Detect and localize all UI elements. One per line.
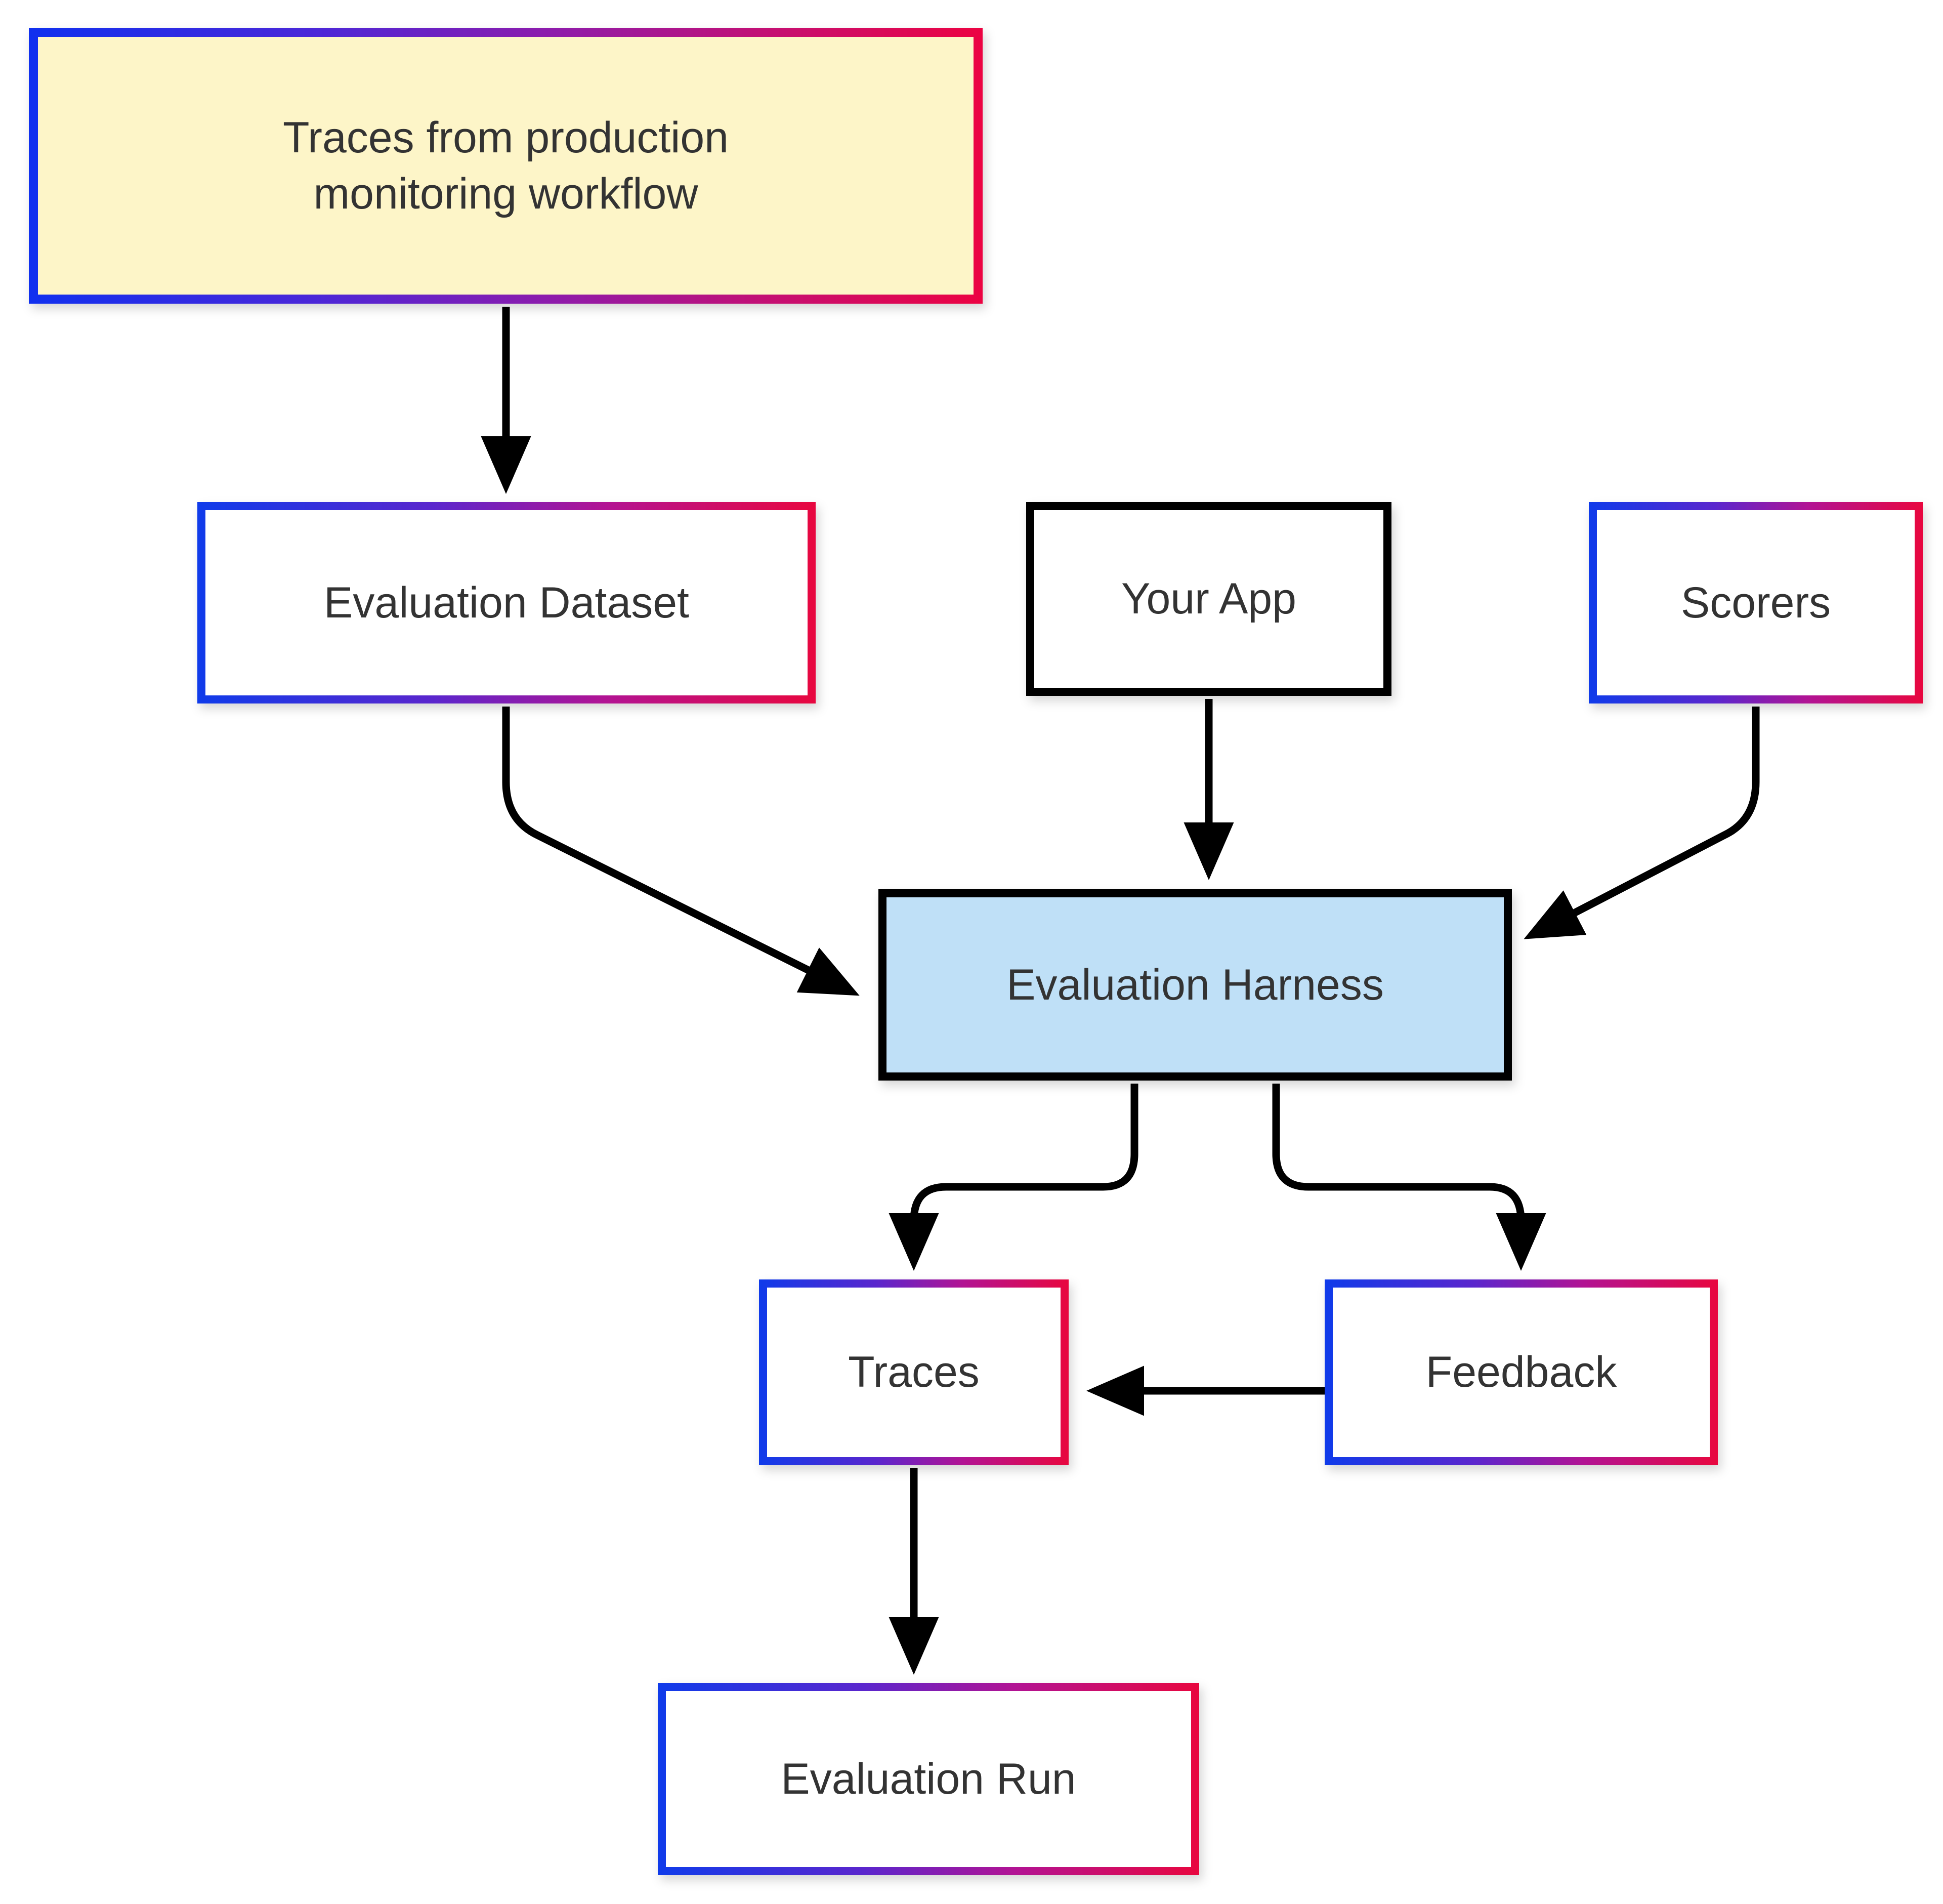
node-evaluation-run-label: Evaluation Run [781,1754,1076,1803]
node-your-app-label: Your App [1121,574,1296,624]
node-evaluation-dataset[interactable]: Evaluation Dataset [197,502,816,703]
edge-dataset-to-harness [502,707,860,996]
node-traces[interactable]: Traces [759,1279,1069,1465]
edge-scorers-to-harness [1524,707,1760,939]
node-source-traces-label: Traces from production monitoring workfl… [282,113,729,218]
edge-harness-to-traces [889,1084,1138,1271]
node-traces-label: Traces [848,1348,980,1397]
node-evaluation-run[interactable]: Evaluation Run [658,1683,1199,1875]
node-feedback[interactable]: Feedback [1325,1279,1718,1465]
node-evaluation-dataset-label: Evaluation Dataset [324,578,689,627]
node-scorers[interactable]: Scorers [1589,502,1923,703]
node-evaluation-harness-label: Evaluation Harness [1006,960,1384,1009]
node-scorers-label: Scorers [1680,578,1831,627]
node-feedback-label: Feedback [1425,1348,1617,1397]
edge-harness-to-feedback [1272,1084,1546,1271]
node-your-app[interactable]: Your App [1026,502,1391,696]
node-source-traces[interactable]: Traces from production monitoring workfl… [29,28,983,304]
node-evaluation-harness[interactable]: Evaluation Harness [878,889,1512,1081]
